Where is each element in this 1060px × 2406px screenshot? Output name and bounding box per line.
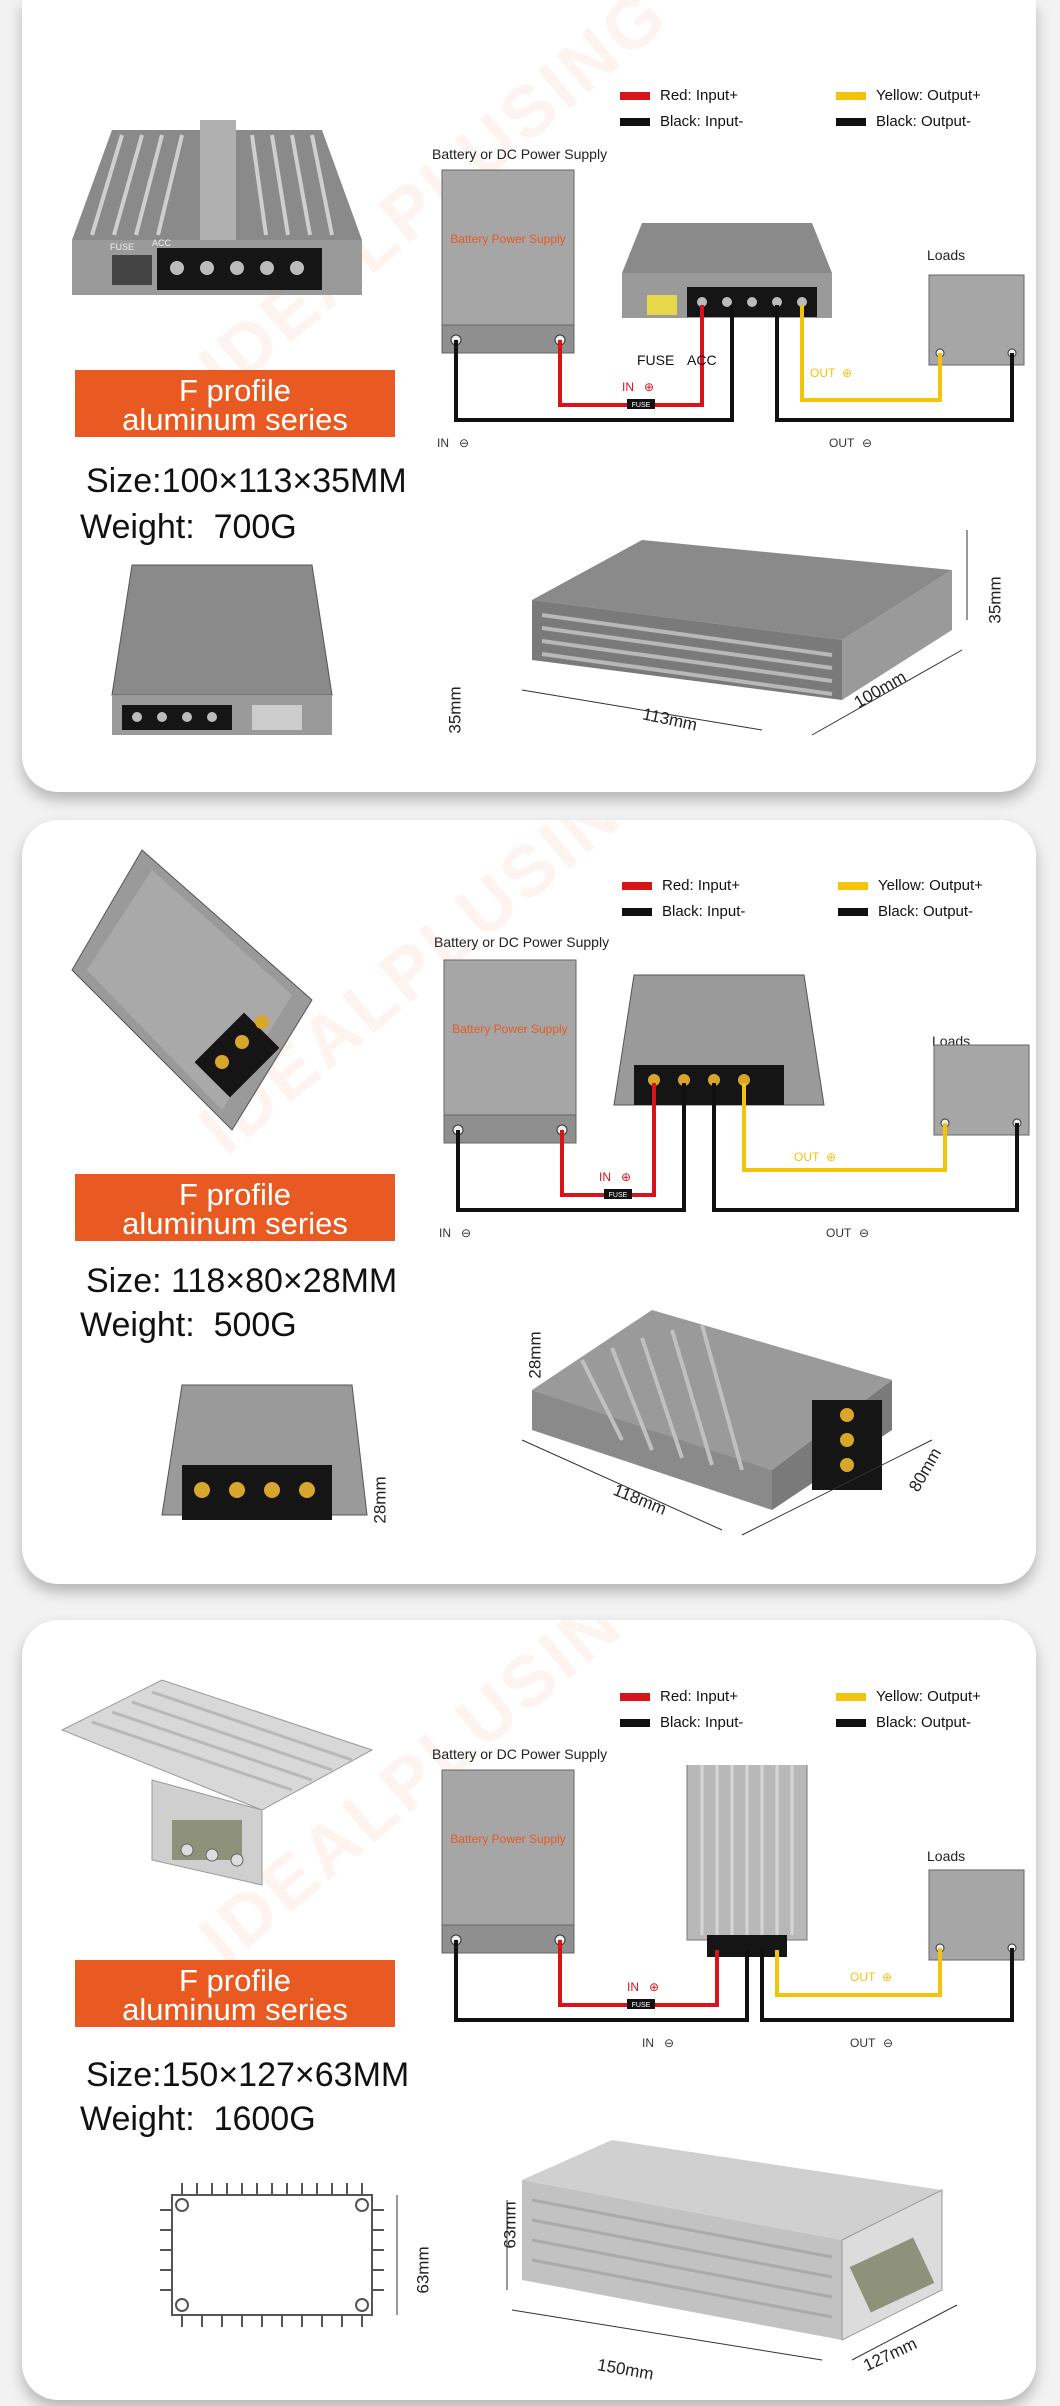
dim-height: 63mm — [500, 2201, 520, 2249]
product-photo-dimension — [506, 2140, 958, 2361]
loads-label: Loads — [927, 1848, 966, 1864]
product-photo — [71, 849, 313, 1131]
legend-yellow: Yellow: Output+ — [838, 877, 983, 894]
series-banner: F profile aluminum series — [75, 1960, 395, 2027]
svg-text:IN: IN — [622, 380, 634, 394]
weight-line: Weight: 1600G — [80, 2100, 316, 2139]
dim-height-small: 28mm — [370, 1476, 390, 1524]
weight-value: 1600G — [213, 2100, 316, 2138]
legend-red: Red: Input+ — [622, 877, 740, 894]
series-banner: F profile aluminum series — [75, 1174, 395, 1241]
weight-prefix: Weight: — [80, 2100, 195, 2138]
banner-line-1: F profile — [179, 373, 291, 408]
legend-yellow: Yellow: Output+ — [836, 87, 981, 104]
svg-text:⊕: ⊕ — [826, 1150, 836, 1164]
svg-text:⊕: ⊕ — [882, 1970, 892, 1984]
svg-text:⊖: ⊖ — [664, 2036, 674, 2050]
svg-text:⊖: ⊖ — [862, 436, 872, 450]
weight-prefix: Weight: — [80, 508, 195, 546]
legend-black-out: Black: Output- — [836, 113, 971, 130]
legend-red: Red: Input+ — [620, 87, 738, 104]
banner-line-1: F profile — [179, 1963, 291, 1998]
legend-black-in: Black: Input- — [620, 1714, 743, 1731]
battery-title: Battery or DC Power Supply — [432, 146, 608, 162]
svg-text:⊖: ⊖ — [461, 1226, 471, 1240]
size-value: 118×80×28MM — [171, 1262, 398, 1300]
size-line: Size:150×127×63MM — [86, 2056, 409, 2095]
legend-yellow: Yellow: Output+ — [836, 1688, 981, 1705]
svg-text:OUT: OUT — [794, 1150, 820, 1164]
product-photo: FUSE ACC — [72, 120, 362, 295]
size-value: 150×127×63MM — [161, 2056, 410, 2094]
wiring-diagram: Battery Power Supply FUSE IN ⊕ OUT ⊕ IN … — [437, 169, 1025, 450]
svg-text:FUSE: FUSE — [632, 2002, 651, 2009]
banner-line-2: aluminum series — [122, 1992, 348, 2027]
svg-text:IN: IN — [439, 1226, 451, 1240]
svg-text:OUT: OUT — [850, 2036, 876, 2050]
weight-line: Weight: 500G — [80, 1306, 297, 1345]
svg-text:Battery Power Supply: Battery Power Supply — [450, 232, 565, 246]
legend-black-in: Black: Input- — [620, 113, 743, 130]
weight-value: 700G — [213, 508, 297, 546]
dim-height: 28mm — [525, 1331, 545, 1379]
banner-line-2: aluminum series — [122, 402, 348, 437]
svg-text:Battery Power Supply: Battery Power Supply — [450, 1832, 565, 1846]
wiring-diagram: Battery Power Supply FUSE IN ⊕ OUT ⊕ IN … — [439, 959, 1030, 1240]
svg-text:Battery Power Supply: Battery Power Supply — [452, 1022, 567, 1036]
svg-text:OUT: OUT — [850, 1970, 876, 1984]
size-prefix: Size: — [86, 462, 162, 500]
svg-text:FUSE: FUSE — [637, 352, 674, 368]
legend-black-out: Black: Output- — [836, 1714, 971, 1731]
legend-black-out: Black: Output- — [838, 903, 973, 920]
weight-value: 500G — [213, 1306, 297, 1344]
product-photo-small — [111, 564, 333, 735]
svg-text:⊕: ⊕ — [621, 1170, 631, 1184]
size-line: Size:100×113×35MM — [86, 462, 407, 501]
product-photo — [60, 1679, 374, 1886]
legend-red: Red: Input+ — [620, 1688, 738, 1705]
weight-prefix: Weight: — [80, 1306, 195, 1344]
battery-title: Battery or DC Power Supply — [434, 934, 610, 950]
dim-height: 35mm — [985, 576, 1005, 624]
size-prefix: Size: — [86, 2056, 162, 2094]
svg-text:FUSE: FUSE — [632, 402, 651, 409]
weight-line: Weight: 700G — [80, 508, 297, 547]
product-photo-dimension — [521, 1310, 933, 1536]
battery-title: Battery or DC Power Supply — [432, 1746, 608, 1762]
svg-text:OUT: OUT — [810, 366, 836, 380]
svg-text:IN: IN — [599, 1170, 611, 1184]
dim-height-small: 63mm — [413, 2246, 433, 2294]
product-card-2: IDEALPLUSING F profile aluminum series S… — [22, 820, 1036, 1584]
size-line: Size: 118×80×28MM — [86, 1262, 397, 1301]
svg-text:ACC: ACC — [152, 238, 172, 248]
svg-text:OUT: OUT — [829, 436, 855, 450]
wiring-diagram: Battery Power Supply FUSE IN ⊕ OUT ⊕ IN … — [441, 1765, 1025, 2050]
dim-height-small: 35mm — [445, 686, 465, 734]
size-value: 100×113×35MM — [161, 462, 407, 500]
product-photo-dimension — [521, 530, 968, 736]
svg-text:FUSE: FUSE — [609, 1192, 628, 1199]
svg-text:IN: IN — [437, 436, 449, 450]
banner-line-1: F profile — [179, 1177, 291, 1212]
svg-text:⊖: ⊖ — [459, 436, 469, 450]
legend-black-in: Black: Input- — [622, 903, 745, 920]
product-card-3: IDEALPLUSING F profile aluminum series S… — [22, 1620, 1036, 2400]
svg-text:⊕: ⊕ — [644, 380, 654, 394]
product-photo-small — [161, 1384, 368, 1520]
banner-line-2: aluminum series — [122, 1206, 348, 1241]
svg-text:IN: IN — [642, 2036, 654, 2050]
product-card-1: IDEALPLUSING FUSE ACC F profile aluminum… — [22, 0, 1036, 792]
svg-text:⊖: ⊖ — [883, 2036, 893, 2050]
svg-text:⊕: ⊕ — [649, 1980, 659, 1994]
svg-text:⊕: ⊕ — [842, 366, 852, 380]
svg-text:FUSE: FUSE — [110, 242, 134, 252]
product-drawing — [160, 2183, 398, 2327]
svg-text:⊖: ⊖ — [859, 1226, 869, 1240]
svg-text:OUT: OUT — [826, 1226, 852, 1240]
loads-label: Loads — [927, 247, 966, 263]
svg-text:IN: IN — [627, 1980, 639, 1994]
svg-text:ACC: ACC — [687, 352, 717, 368]
series-banner: F profile aluminum series — [75, 370, 395, 437]
size-prefix: Size: — [86, 1262, 162, 1300]
